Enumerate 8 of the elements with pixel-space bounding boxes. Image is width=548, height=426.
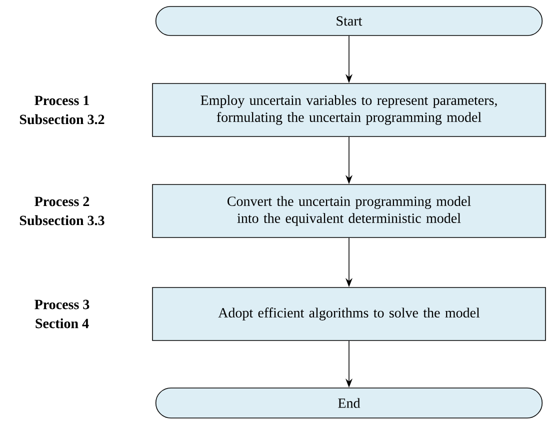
terminal-box: End	[155, 388, 543, 418]
side-label: Process 2 Subsection 3.3	[20, 196, 104, 226]
terminal-box: Start	[155, 6, 543, 36]
side-label: Process 3 Section 4	[34, 300, 90, 328]
process-box: Adopt efficient algorithms to solve the model	[152, 287, 546, 341]
process-box: Convert the uncertain programming model into the equivalent deterministic model	[152, 184, 546, 238]
process-box: Employ uncertain variables to represent parameters, formulating the uncertain programming model	[152, 83, 546, 137]
side-label: Process 1 Subsection 3.2	[20, 96, 104, 124]
